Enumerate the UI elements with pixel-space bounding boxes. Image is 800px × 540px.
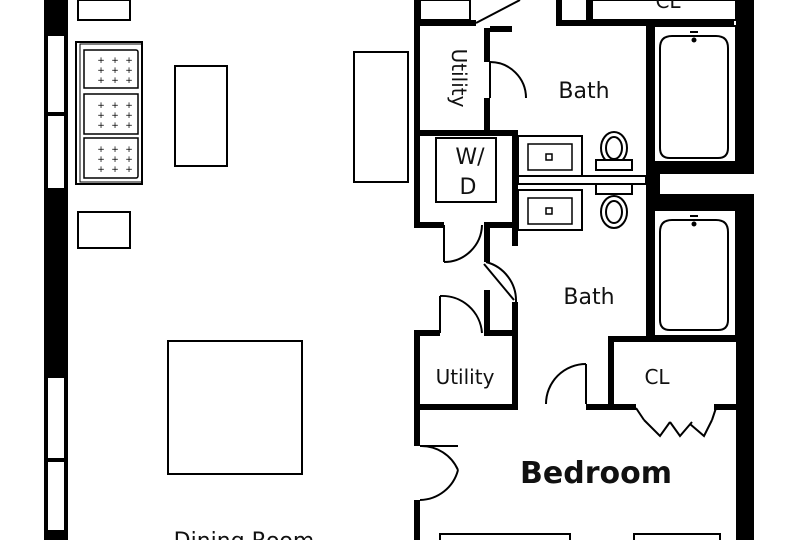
media-console: [353, 51, 409, 183]
closet-top-box: [591, 0, 737, 21]
svg-text:+: +: [97, 76, 105, 86]
door-swings: [419, 0, 717, 501]
svg-text:+: +: [111, 155, 119, 165]
label-washer-dryer-bottom: D: [460, 175, 477, 200]
svg-text:+: +: [111, 121, 119, 131]
svg-text:+: +: [111, 56, 119, 66]
svg-text:+: +: [125, 101, 133, 111]
svg-text:+: +: [125, 165, 133, 175]
label-washer-dryer-top: W/: [455, 145, 485, 170]
svg-text:+: +: [97, 155, 105, 165]
coffee-table: [174, 65, 228, 167]
label-utility-top: Utility: [447, 49, 471, 108]
washer-dryer: [435, 137, 497, 203]
svg-text:+: +: [111, 145, 119, 155]
svg-text:+: +: [97, 101, 105, 111]
svg-text:+: +: [125, 121, 133, 131]
label-closet: CL: [644, 365, 670, 389]
bath-divider: [517, 175, 647, 185]
svg-text:+: +: [111, 101, 119, 111]
bath-top-box: [419, 0, 471, 21]
svg-text:+: +: [97, 145, 105, 155]
label-bedroom: Bedroom: [520, 456, 672, 491]
label-bath-top: Bath: [558, 79, 609, 104]
toilet-bottom: [595, 183, 633, 229]
svg-text:+: +: [111, 66, 119, 76]
bathtub-bottom: [653, 209, 737, 337]
svg-text:+: +: [111, 111, 119, 121]
svg-text:+: +: [125, 155, 133, 165]
left-exterior-wall: [44, 0, 68, 540]
svg-text:+: +: [97, 121, 105, 131]
label-utility-bottom: Utility: [436, 365, 495, 389]
label-bath-bottom: Bath: [563, 285, 614, 310]
label-dining-room: Dining Room: [174, 529, 315, 540]
svg-text:+: +: [97, 66, 105, 76]
svg-text:+: +: [97, 111, 105, 121]
label-closet-top: CL: [655, 0, 681, 13]
svg-text:+: +: [125, 66, 133, 76]
vanity-top: [517, 135, 583, 177]
svg-text:+: +: [125, 111, 133, 121]
svg-text:+: +: [125, 76, 133, 86]
svg-text:+: +: [125, 145, 133, 155]
svg-text:+: +: [111, 76, 119, 86]
end-table-bottom: [77, 211, 131, 249]
interior-walls: [414, 0, 754, 540]
svg-text:+: +: [111, 165, 119, 175]
toilet-top: [595, 131, 633, 171]
vanity-bottom: [517, 189, 583, 231]
bathtub-top: [653, 25, 737, 163]
svg-text:+: +: [97, 165, 105, 175]
svg-text:+: +: [97, 56, 105, 66]
svg-text:+: +: [125, 56, 133, 66]
dining-table: [167, 340, 303, 475]
bedroom-dresser: [439, 533, 571, 540]
end-table-top: [77, 0, 131, 21]
sofa: +++ +++ +++ +++ +++ +++ +++ +++ +++: [75, 41, 143, 185]
bedroom-nightstand: [633, 533, 721, 540]
